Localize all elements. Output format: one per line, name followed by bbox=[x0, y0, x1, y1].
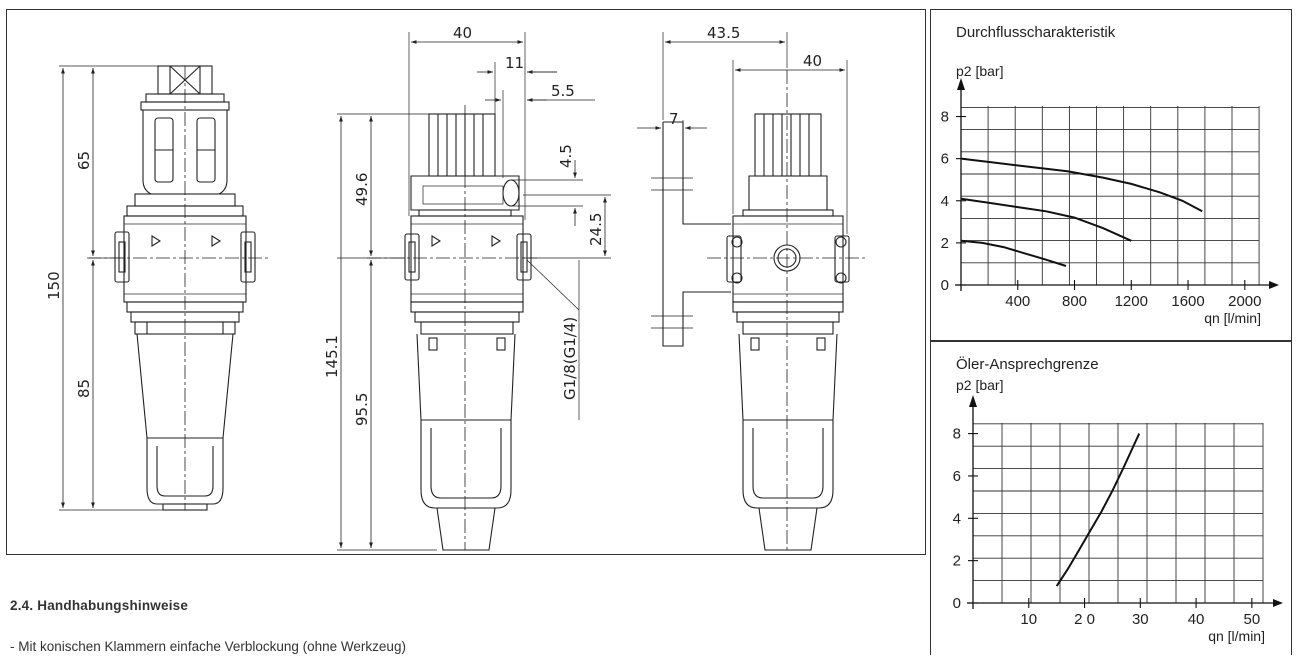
dim-65: 65 bbox=[75, 151, 93, 170]
x-tick-label: 40 bbox=[1188, 611, 1205, 628]
y-tick-label: 8 bbox=[941, 109, 949, 126]
x-axis-label: qn [l/min] bbox=[1208, 628, 1265, 644]
y-axis-arrow bbox=[969, 395, 977, 407]
x-axis-arrow bbox=[1269, 281, 1279, 289]
dim-49-6: 49.6 bbox=[353, 173, 371, 206]
technical-drawing-frame: 150 65 85 bbox=[6, 9, 926, 555]
chart-title: Durchflusscharakteristik bbox=[956, 24, 1116, 41]
x-tick-label: 30 bbox=[1132, 611, 1149, 628]
y-tick-label: 4 bbox=[953, 510, 961, 527]
x-tick-label: 50 bbox=[1244, 611, 1261, 628]
dim-24-5: 24.5 bbox=[587, 213, 605, 246]
chart-title: Öler-Ansprechgrenze bbox=[956, 356, 1099, 373]
x-tick-label: 800 bbox=[1062, 293, 1087, 310]
y-axis-arrow bbox=[957, 78, 965, 90]
oiler-threshold-panel: Öler-Ansprechgrenze 10 2 0 30 40 50 0 2 4 6 8 p2 [… bbox=[930, 341, 1292, 655]
dim-85: 85 bbox=[75, 379, 93, 398]
x-tick-label: 2000 bbox=[1228, 293, 1261, 310]
y-axis-label: p2 [bar] bbox=[956, 377, 1003, 393]
dim-7: 7 bbox=[669, 110, 679, 128]
y-tick-label: 6 bbox=[953, 468, 961, 485]
oiler-threshold-chart: 10 2 0 30 40 50 0 2 4 6 8 p2 [bar] qn [l/min] bbox=[953, 377, 1283, 644]
dim-150: 150 bbox=[45, 271, 63, 300]
series-line bbox=[960, 197, 1132, 242]
dim-thread: G1/8(G1/4) bbox=[561, 317, 579, 400]
x-tick-label: 400 bbox=[1005, 293, 1030, 310]
y-tick-label: 8 bbox=[953, 426, 961, 443]
series-line bbox=[960, 239, 1067, 267]
x-axis-arrow bbox=[1273, 599, 1283, 607]
dim-11: 11 bbox=[505, 54, 524, 72]
x-tick-label: 10 bbox=[1020, 611, 1037, 628]
technical-drawing: 150 65 85 bbox=[45, 24, 867, 551]
y-tick-label: 2 bbox=[953, 553, 961, 570]
y-tick-label: 0 bbox=[953, 595, 961, 612]
y-tick-label: 4 bbox=[941, 193, 949, 210]
series-line bbox=[960, 157, 1203, 213]
series-line bbox=[1055, 433, 1141, 587]
section-heading: 2.4. Handhabungshinweise bbox=[10, 598, 189, 613]
dim-145-1: 145.1 bbox=[323, 335, 341, 378]
bullet-item: - Mit konischen Klammern einfache Verblo… bbox=[10, 639, 406, 654]
flow-characteristic-panel: Durchflusscharakteristik 400 800 1200 1600 2… bbox=[930, 9, 1292, 341]
x-tick-label: 1600 bbox=[1171, 293, 1204, 310]
dim-43-5: 43.5 bbox=[707, 24, 740, 42]
front-view: 150 65 85 bbox=[45, 65, 269, 511]
x-tick-label: 1200 bbox=[1115, 293, 1148, 310]
dim-4-5: 4.5 bbox=[557, 144, 575, 168]
dim-40-rear: 40 bbox=[803, 52, 822, 70]
dim-40-side: 40 bbox=[453, 24, 472, 42]
flow-characteristic-chart: 400 800 1200 1600 2000 0 2 4 6 8 p2 [bar] qn [l/min… bbox=[941, 63, 1279, 326]
y-tick-label: 6 bbox=[941, 151, 949, 168]
rear-view: 43.5 40 7 bbox=[637, 24, 867, 551]
x-tick-label: 2 0 bbox=[1074, 611, 1095, 628]
y-tick-label: 2 bbox=[941, 235, 949, 252]
dim-95-5: 95.5 bbox=[353, 393, 371, 426]
x-axis-label: qn [l/min] bbox=[1204, 310, 1261, 326]
y-axis-label: p2 [bar] bbox=[956, 63, 1003, 79]
side-view: 40 11 5.5 4.5 24.5 G1/8(G1/4) 145.1 49.6… bbox=[323, 24, 611, 551]
dim-5-5: 5.5 bbox=[551, 82, 575, 100]
y-tick-label: 0 bbox=[941, 277, 949, 294]
